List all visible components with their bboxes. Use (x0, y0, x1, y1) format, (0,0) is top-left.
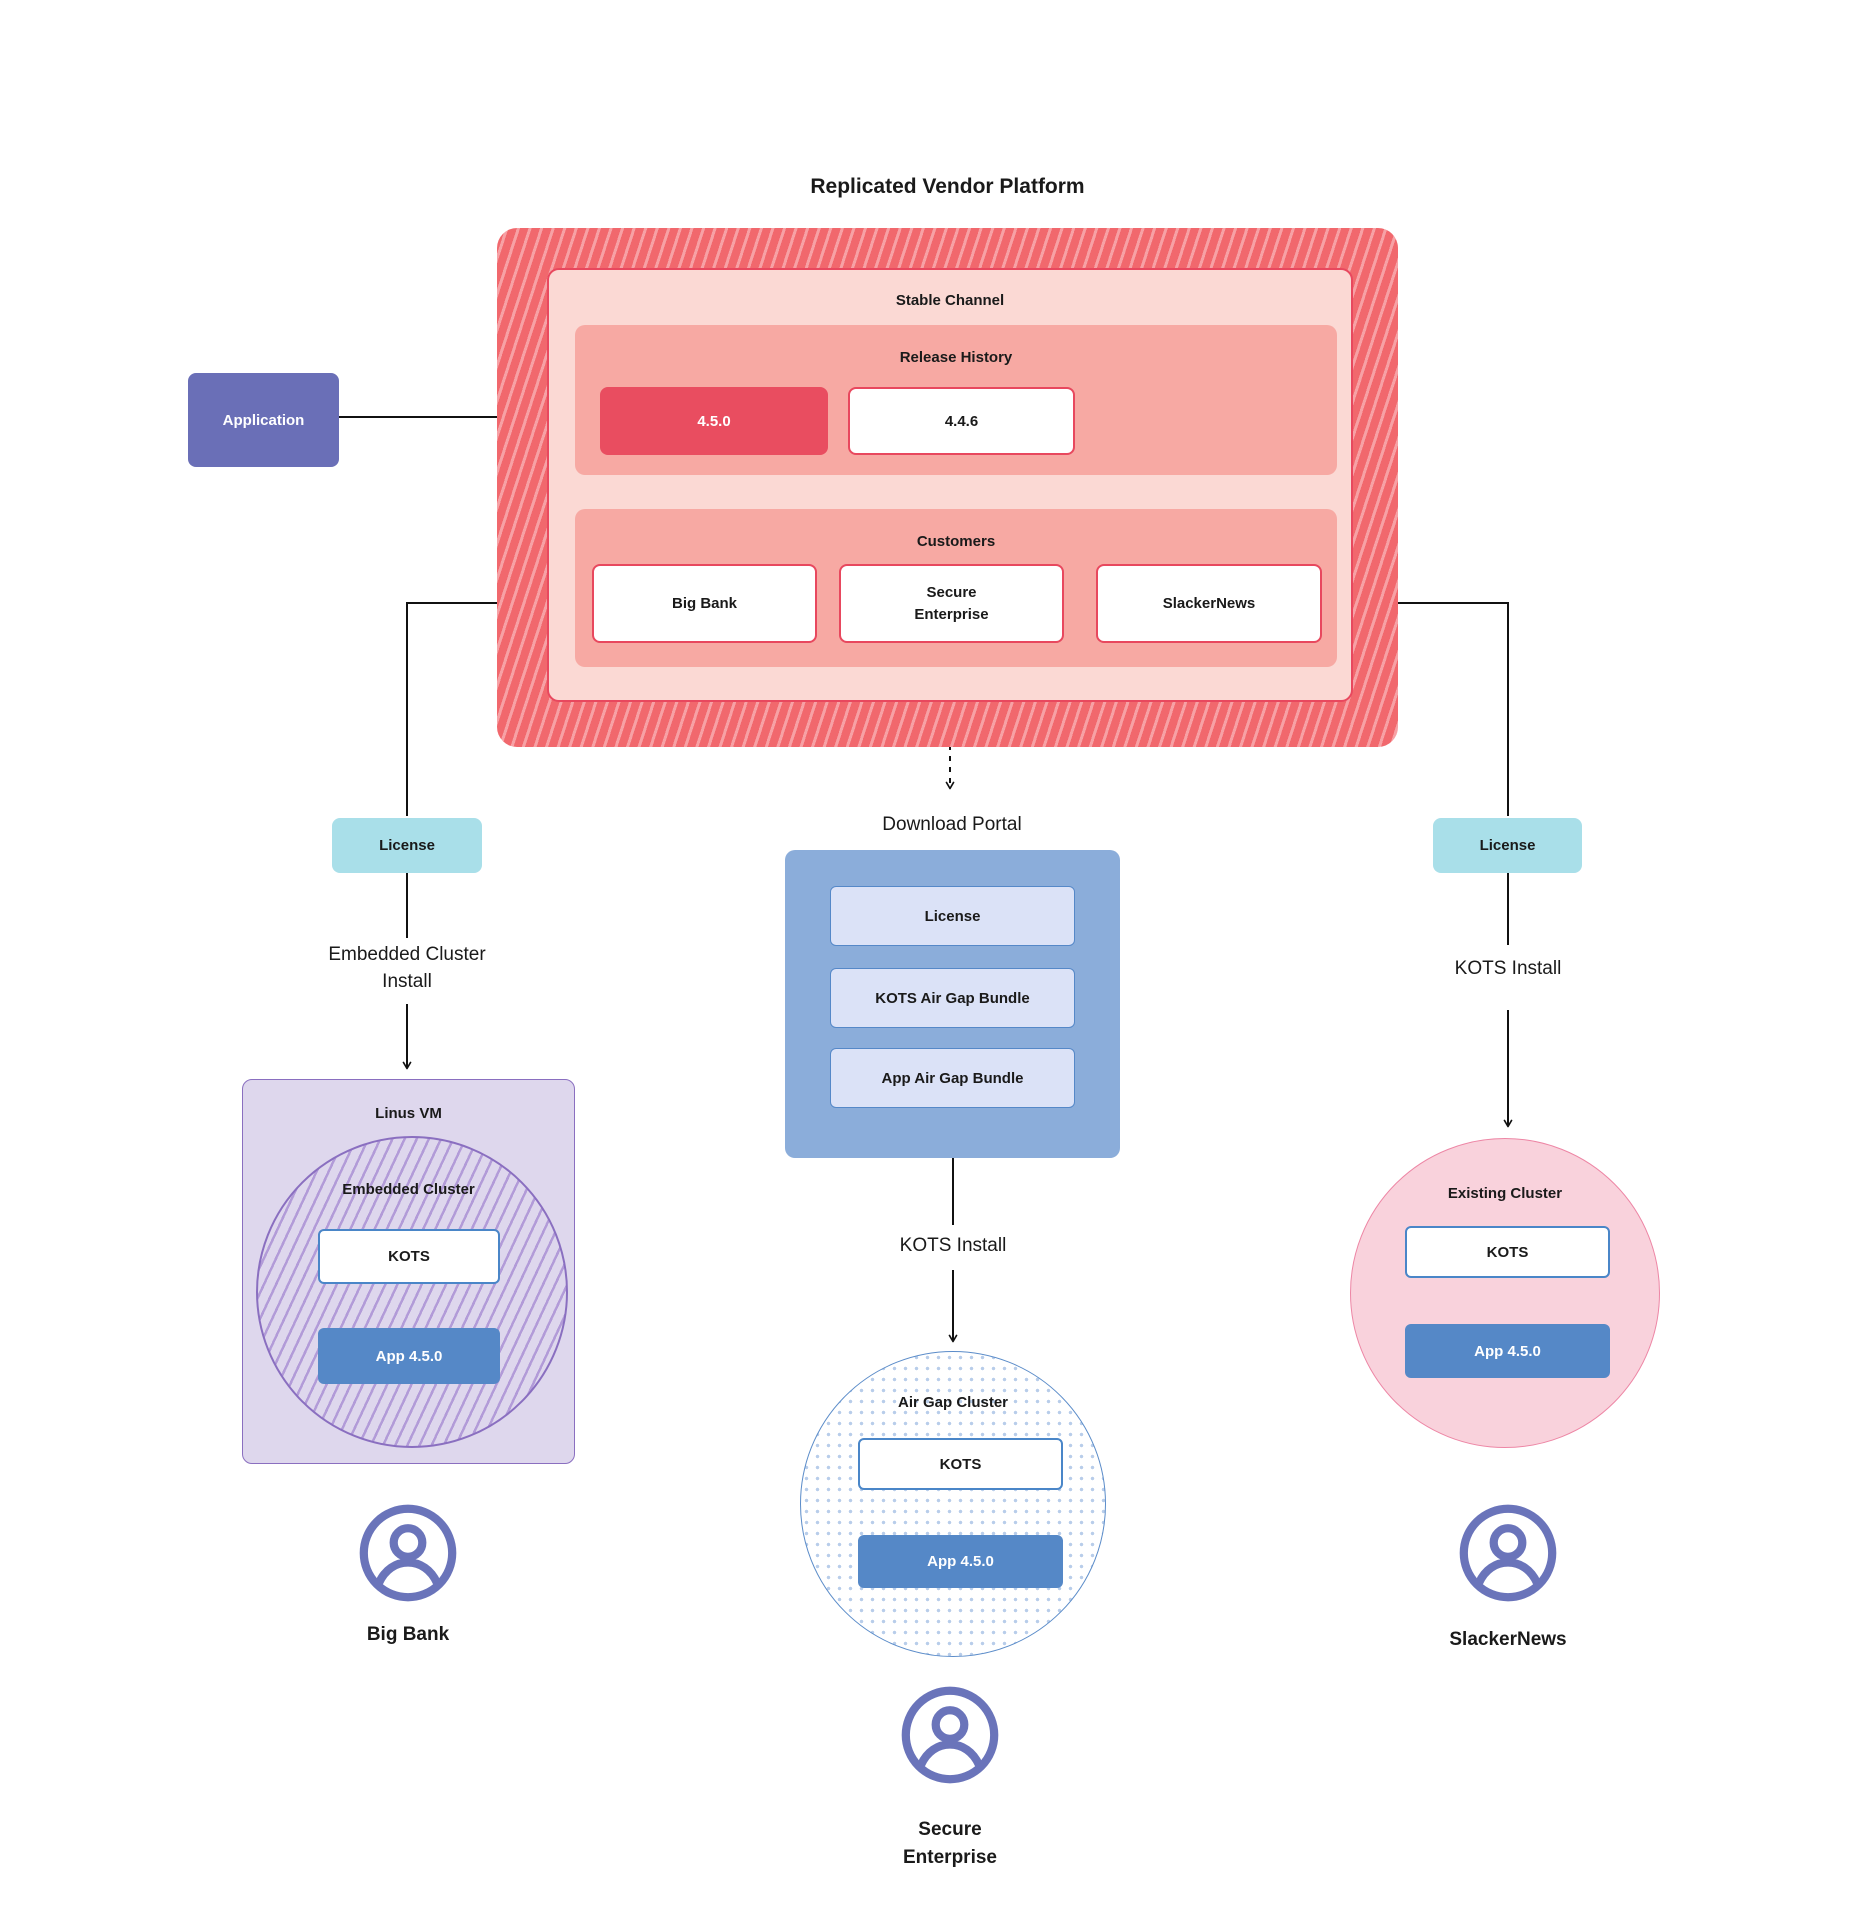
embedded-cluster-circle (256, 1136, 568, 1448)
page-title: Replicated Vendor Platform (810, 175, 1085, 198)
air-gap-cluster-label: Air Gap Cluster (897, 1393, 1009, 1411)
vendor-platform-panel: Stable Channel Release History 4.5.0 4.4… (497, 228, 1398, 747)
big-bank-user-label: Big Bank (366, 1624, 450, 1645)
release-4-4-6: 4.4.6 (848, 387, 1075, 455)
release-history-panel: Release History 4.5.0 4.4.6 (575, 325, 1337, 475)
download-portal-panel: License KOTS Air Gap Bundle App Air Gap … (785, 850, 1120, 1158)
app-node-mid: App 4.5.0 (858, 1535, 1063, 1588)
linus-vm-label: Linus VM (375, 1104, 442, 1122)
kots-install-right-label: KOTS Install (1454, 957, 1562, 979)
release-4-5-0: 4.5.0 (600, 387, 828, 455)
embedded-cluster-label: Embedded Cluster (342, 1180, 475, 1198)
app-node-left: App 4.5.0 (318, 1328, 500, 1384)
app-node-right: App 4.5.0 (1405, 1324, 1610, 1378)
slackernews-user-label: SlackerNews (1449, 1629, 1567, 1650)
existing-cluster-label: Existing Cluster (1447, 1184, 1563, 1202)
portal-item-kots-bundle: KOTS Air Gap Bundle (830, 968, 1075, 1028)
air-gap-cluster-circle: Air Gap Cluster KOTS App 4.5.0 (800, 1351, 1106, 1657)
kots-node-left: KOTS (318, 1229, 500, 1284)
application-node: Application (188, 373, 339, 467)
customer-big-bank: Big Bank (592, 564, 817, 643)
user-icon-big-bank (359, 1504, 457, 1602)
kots-install-mid-label: KOTS Install (899, 1234, 1007, 1256)
kots-node-mid: KOTS (858, 1438, 1063, 1490)
linus-vm-panel: Linus VM Embedded Cluster KOTS App 4.5.0 (242, 1079, 575, 1464)
customers-panel: Customers Big Bank Secure Enterprise Sla… (575, 509, 1337, 667)
license-right-node: License (1433, 818, 1582, 873)
customers-label: Customers (916, 532, 996, 550)
embedded-cluster-install-label: Embedded Cluster Install (328, 944, 486, 992)
release-history-label: Release History (899, 348, 1013, 366)
customer-secure-enterprise: Secure Enterprise (839, 564, 1064, 643)
stable-channel-label: Stable Channel (895, 291, 1005, 309)
portal-item-license: License (830, 886, 1075, 946)
user-icon-slackernews (1459, 1504, 1557, 1602)
stable-channel-panel: Stable Channel Release History 4.5.0 4.4… (547, 268, 1353, 702)
download-portal-label: Download Portal (882, 813, 1022, 835)
kots-node-right: KOTS (1405, 1226, 1610, 1278)
secure-enterprise-user-label: Secure Enterprise (903, 1819, 997, 1868)
existing-cluster-circle: Existing Cluster KOTS App 4.5.0 (1350, 1138, 1660, 1448)
portal-item-app-bundle: App Air Gap Bundle (830, 1048, 1075, 1108)
license-left-node: License (332, 818, 482, 873)
customer-slackernews: SlackerNews (1096, 564, 1322, 643)
user-icon-secure-enterprise (901, 1686, 999, 1784)
